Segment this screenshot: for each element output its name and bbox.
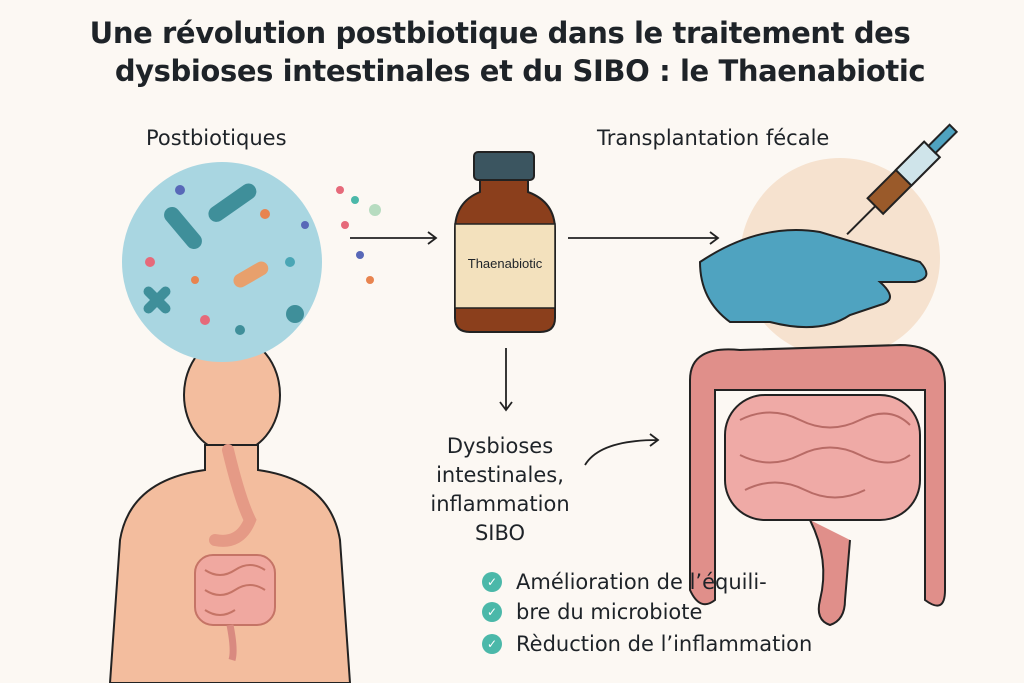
benefit-item: ✓ bre du microbiote [482,600,702,624]
benefit-text: Amélioration de l’équili- [516,570,767,594]
human-body-figure [108,336,352,683]
check-circle-icon: ✓ [482,602,502,622]
condition-line: inflammation [430,492,570,516]
postbiotiques-label: Postbiotiques [146,126,287,150]
bacteria-microbiome-icon [122,162,381,362]
conditions-text: Dysbioses intestinales, inflammation SIB… [410,432,590,548]
title-line-1: Une révolution postbiotique dans le trai… [89,16,911,50]
flow-arrows [350,231,720,466]
condition-line: intestinales, [436,463,564,487]
condition-line: Dysbioses [446,434,554,458]
condition-line: SIBO [474,521,526,545]
benefit-item: ✓ Amélioration de l’équili- [482,570,767,594]
glove-syringe-icon [698,123,959,358]
page-title: Une révolution postbiotique dans le trai… [0,14,1000,90]
transplantation-label: Transplantation fécale [597,126,830,150]
check-circle-icon: ✓ [482,634,502,654]
bottle-label: Thaenabiotic [467,256,543,271]
check-circle-icon: ✓ [482,572,502,592]
benefit-text: Rèduction de l’inflammation [516,632,813,656]
large-intestine-icon [689,343,946,627]
thaenabiotic-bottle-icon [454,151,556,333]
benefit-text: bre du microbiote [516,600,703,624]
title-line-2: dysbioses intestinales et du SIBO : le T… [114,54,926,88]
benefit-item: ✓ Rèduction de l’inflammation [482,632,812,656]
